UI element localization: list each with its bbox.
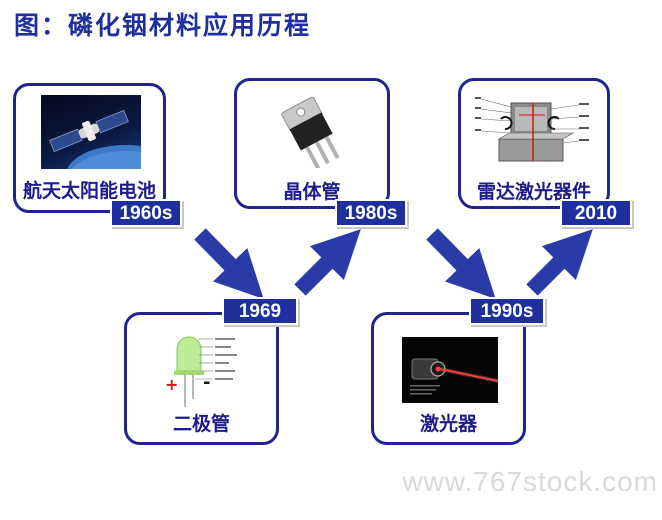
year-badge-1980s: 1980s — [335, 199, 407, 227]
milestone-label: 雷达激光器件 — [476, 181, 591, 203]
radar-laser-device-diagram — [475, 91, 595, 173]
watermark: www.767stock.com — [402, 466, 658, 497]
milestone-label: 晶体管 — [283, 181, 341, 203]
laser-beam-photo — [402, 337, 498, 403]
milestone-label: 二极管 — [172, 413, 230, 435]
year-badge-2010: 2010 — [560, 199, 632, 227]
transistor-photo — [267, 93, 357, 168]
milestone-card-radar-laser: 雷达激光器件 — [458, 78, 610, 209]
arrow-1980s-to-1990s — [426, 228, 496, 300]
milestone-card-solar-cell: 航天太阳能电池 — [13, 83, 166, 213]
milestone-card-diode: + - 二极管 — [124, 312, 279, 445]
satellite-photo — [41, 95, 141, 169]
arrow-1990s-to-2010 — [526, 229, 593, 296]
page-title: 图：磷化铟材料应用历程 — [14, 11, 312, 40]
year-badge-1990s: 1990s — [469, 297, 545, 325]
arrow-1960s-to-1969 — [194, 228, 264, 300]
anode-plus-sign: + — [165, 375, 179, 394]
year-badge-1960s: 1960s — [110, 199, 182, 227]
milestone-label: 激光器 — [419, 413, 477, 435]
milestone-card-laser: 激光器 — [371, 312, 526, 445]
arrow-1969-to-1980s — [294, 229, 361, 296]
cathode-minus-sign: - — [203, 372, 211, 393]
year-badge-1969: 1969 — [222, 297, 298, 325]
milestone-label: 航天太阳能电池 — [22, 180, 156, 202]
led-diode-diagram: + - — [163, 331, 247, 409]
milestone-card-transistor: 晶体管 — [234, 78, 390, 209]
